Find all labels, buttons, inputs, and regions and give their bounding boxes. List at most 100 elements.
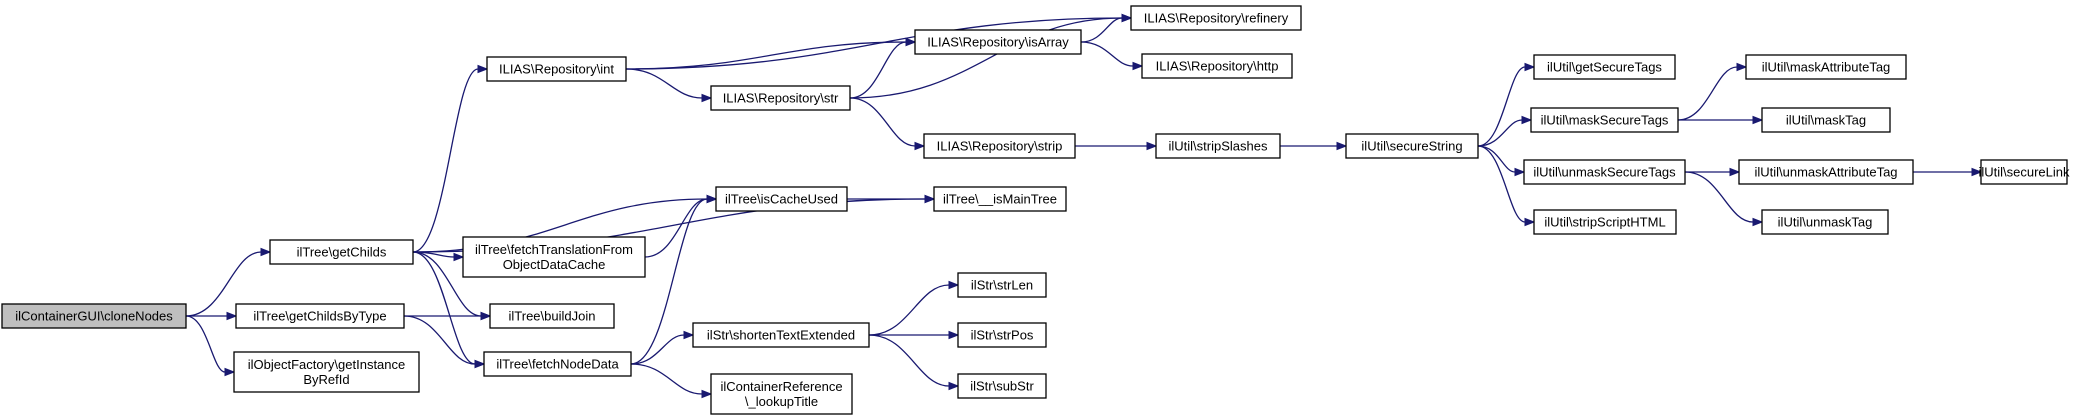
node-box: [933, 186, 1067, 212]
node-isMainTree: ilTree\__isMainTree: [933, 186, 1067, 212]
node-label: ILIAS\Repository\int: [499, 62, 614, 77]
edge-line: [1477, 145, 1526, 223]
node-label: ilUtil\unmaskAttributeTag: [1754, 165, 1897, 180]
node-box: [923, 133, 1076, 159]
node-maskTag: ilUtil\maskTag: [1761, 107, 1891, 133]
node-box: [269, 239, 414, 265]
edge-cloneNodes-to-getChildsByType: [185, 311, 238, 321]
arrowhead: [1752, 115, 1764, 125]
node-unmaskAttributeTag: ilUtil\unmaskAttributeTag: [1738, 159, 1914, 185]
node-box: [1155, 133, 1281, 159]
node-box: [1738, 159, 1914, 185]
node-box: [235, 303, 405, 329]
edge-maskSecureTags-to-maskAttributeTag: [1677, 62, 1748, 121]
node-box: [1141, 53, 1293, 79]
node-label: ilObjectFactory\getInstance: [248, 357, 406, 372]
arrowhead: [260, 247, 272, 257]
node-strip: ILIAS\Repository\strip: [923, 133, 1076, 159]
node-strPos: ilStr\strPos: [957, 322, 1047, 348]
node-label: ilUtil\secureLink: [1978, 165, 2070, 180]
edge-shortenTextExtended-to-strLen: [868, 280, 960, 336]
node-maskAttributeTag: ilUtil\maskAttributeTag: [1745, 54, 1907, 80]
node-box: [1523, 159, 1686, 185]
node-box: [1980, 159, 2068, 185]
edge-line: [412, 251, 482, 317]
node-label: ilUtil\unmaskSecureTags: [1533, 165, 1676, 180]
node-box: [715, 186, 848, 212]
node-label: ILIAS\Repository\strip: [937, 139, 1063, 154]
node-stripScriptHTML: ilUtil\stripScriptHTML: [1533, 209, 1677, 235]
node-box: [1530, 107, 1679, 133]
arrowhead: [701, 389, 713, 399]
edge-line: [412, 251, 476, 365]
arrowhead: [1514, 167, 1526, 177]
arrowhead: [948, 280, 960, 290]
node-stripSlashes: ilUtil\stripSlashes: [1155, 133, 1281, 159]
edge-int-to-isArray: [625, 37, 917, 70]
edge-str-to-strip: [849, 97, 926, 151]
node-str: ILIAS\Repository\str: [710, 85, 851, 111]
node-box: [1533, 54, 1676, 80]
node-box: [957, 322, 1047, 348]
edge-line: [849, 17, 1123, 99]
edge-line: [412, 198, 708, 253]
node-label: ilTree\buildJoin: [509, 309, 596, 324]
node-box: [1761, 107, 1891, 133]
node-box: [1345, 133, 1479, 159]
edge-getChildsByType-to-fetchNodeData: [403, 315, 486, 369]
node-label: ilUtil\secureString: [1361, 139, 1462, 154]
edge-getChildsByType-to-buildJoin: [403, 311, 492, 321]
node-box: [483, 351, 632, 377]
edge-fetchNodeData-to-lookupTitle: [630, 363, 713, 399]
arrowhead: [1736, 62, 1748, 72]
edge-str-to-refinery: [849, 13, 1133, 99]
arrowhead: [1524, 217, 1536, 227]
node-label: ObjectDataCache: [503, 257, 606, 272]
arrowhead: [1146, 141, 1158, 151]
node-label: ilStr\subStr: [970, 379, 1034, 394]
node-label: ByRefId: [303, 372, 349, 387]
edge-layer: [185, 13, 1983, 399]
node-label: ilTree\getChilds: [297, 245, 387, 260]
node-fetchNodeData: ilTree\fetchNodeData: [483, 351, 632, 377]
node-unmaskSecureTags: ilUtil\unmaskSecureTags: [1523, 159, 1686, 185]
node-lookupTitle: ilContainerReference\_lookupTitle: [710, 373, 853, 415]
arrowhead: [706, 194, 718, 204]
edge-strip-to-stripSlashes: [1075, 141, 1158, 151]
node-getChilds: ilTree\getChilds: [269, 239, 414, 265]
arrowhead: [1132, 61, 1144, 71]
arrowhead: [474, 359, 486, 369]
node-label: ilUtil\stripScriptHTML: [1544, 215, 1665, 230]
edge-line: [403, 315, 476, 365]
arrowhead: [1971, 167, 1983, 177]
arrowhead: [1336, 141, 1348, 151]
node-box: [957, 272, 1047, 298]
edge-fetchTranslation-to-isCacheUsed: [644, 194, 718, 258]
edge-secureString-to-unmaskSecureTags: [1477, 145, 1526, 177]
node-label: ilContainerGUI\cloneNodes: [15, 309, 173, 324]
node-label: ilTree\fetchTranslationFrom: [475, 242, 633, 257]
node-getChildsByType: ilTree\getChildsByType: [235, 303, 405, 329]
edge-line: [868, 284, 950, 336]
arrowhead: [477, 64, 489, 74]
edge-isArray-to-refinery: [1080, 13, 1133, 43]
node-box: [462, 236, 646, 278]
node-subStr: ilStr\subStr: [957, 373, 1047, 399]
edge-cloneNodes-to-getChilds: [185, 247, 272, 317]
edge-secureString-to-getSecureTags: [1477, 62, 1536, 147]
node-box: [489, 303, 615, 329]
edge-line: [630, 363, 703, 395]
node-label: \_lookupTitle: [745, 394, 818, 409]
node-maskSecureTags: ilUtil\maskSecureTags: [1530, 107, 1679, 133]
node-label: ilUtil\maskAttributeTag: [1762, 60, 1891, 75]
arrowhead: [905, 37, 917, 47]
node-box: [692, 322, 870, 348]
arrowhead: [948, 381, 960, 391]
arrowhead: [683, 330, 695, 340]
node-label: ilStr\strLen: [971, 278, 1033, 293]
node-strLen: ilStr\strLen: [957, 272, 1047, 298]
edge-line: [1477, 66, 1526, 147]
arrowhead: [480, 311, 492, 321]
arrowhead: [1121, 13, 1133, 23]
